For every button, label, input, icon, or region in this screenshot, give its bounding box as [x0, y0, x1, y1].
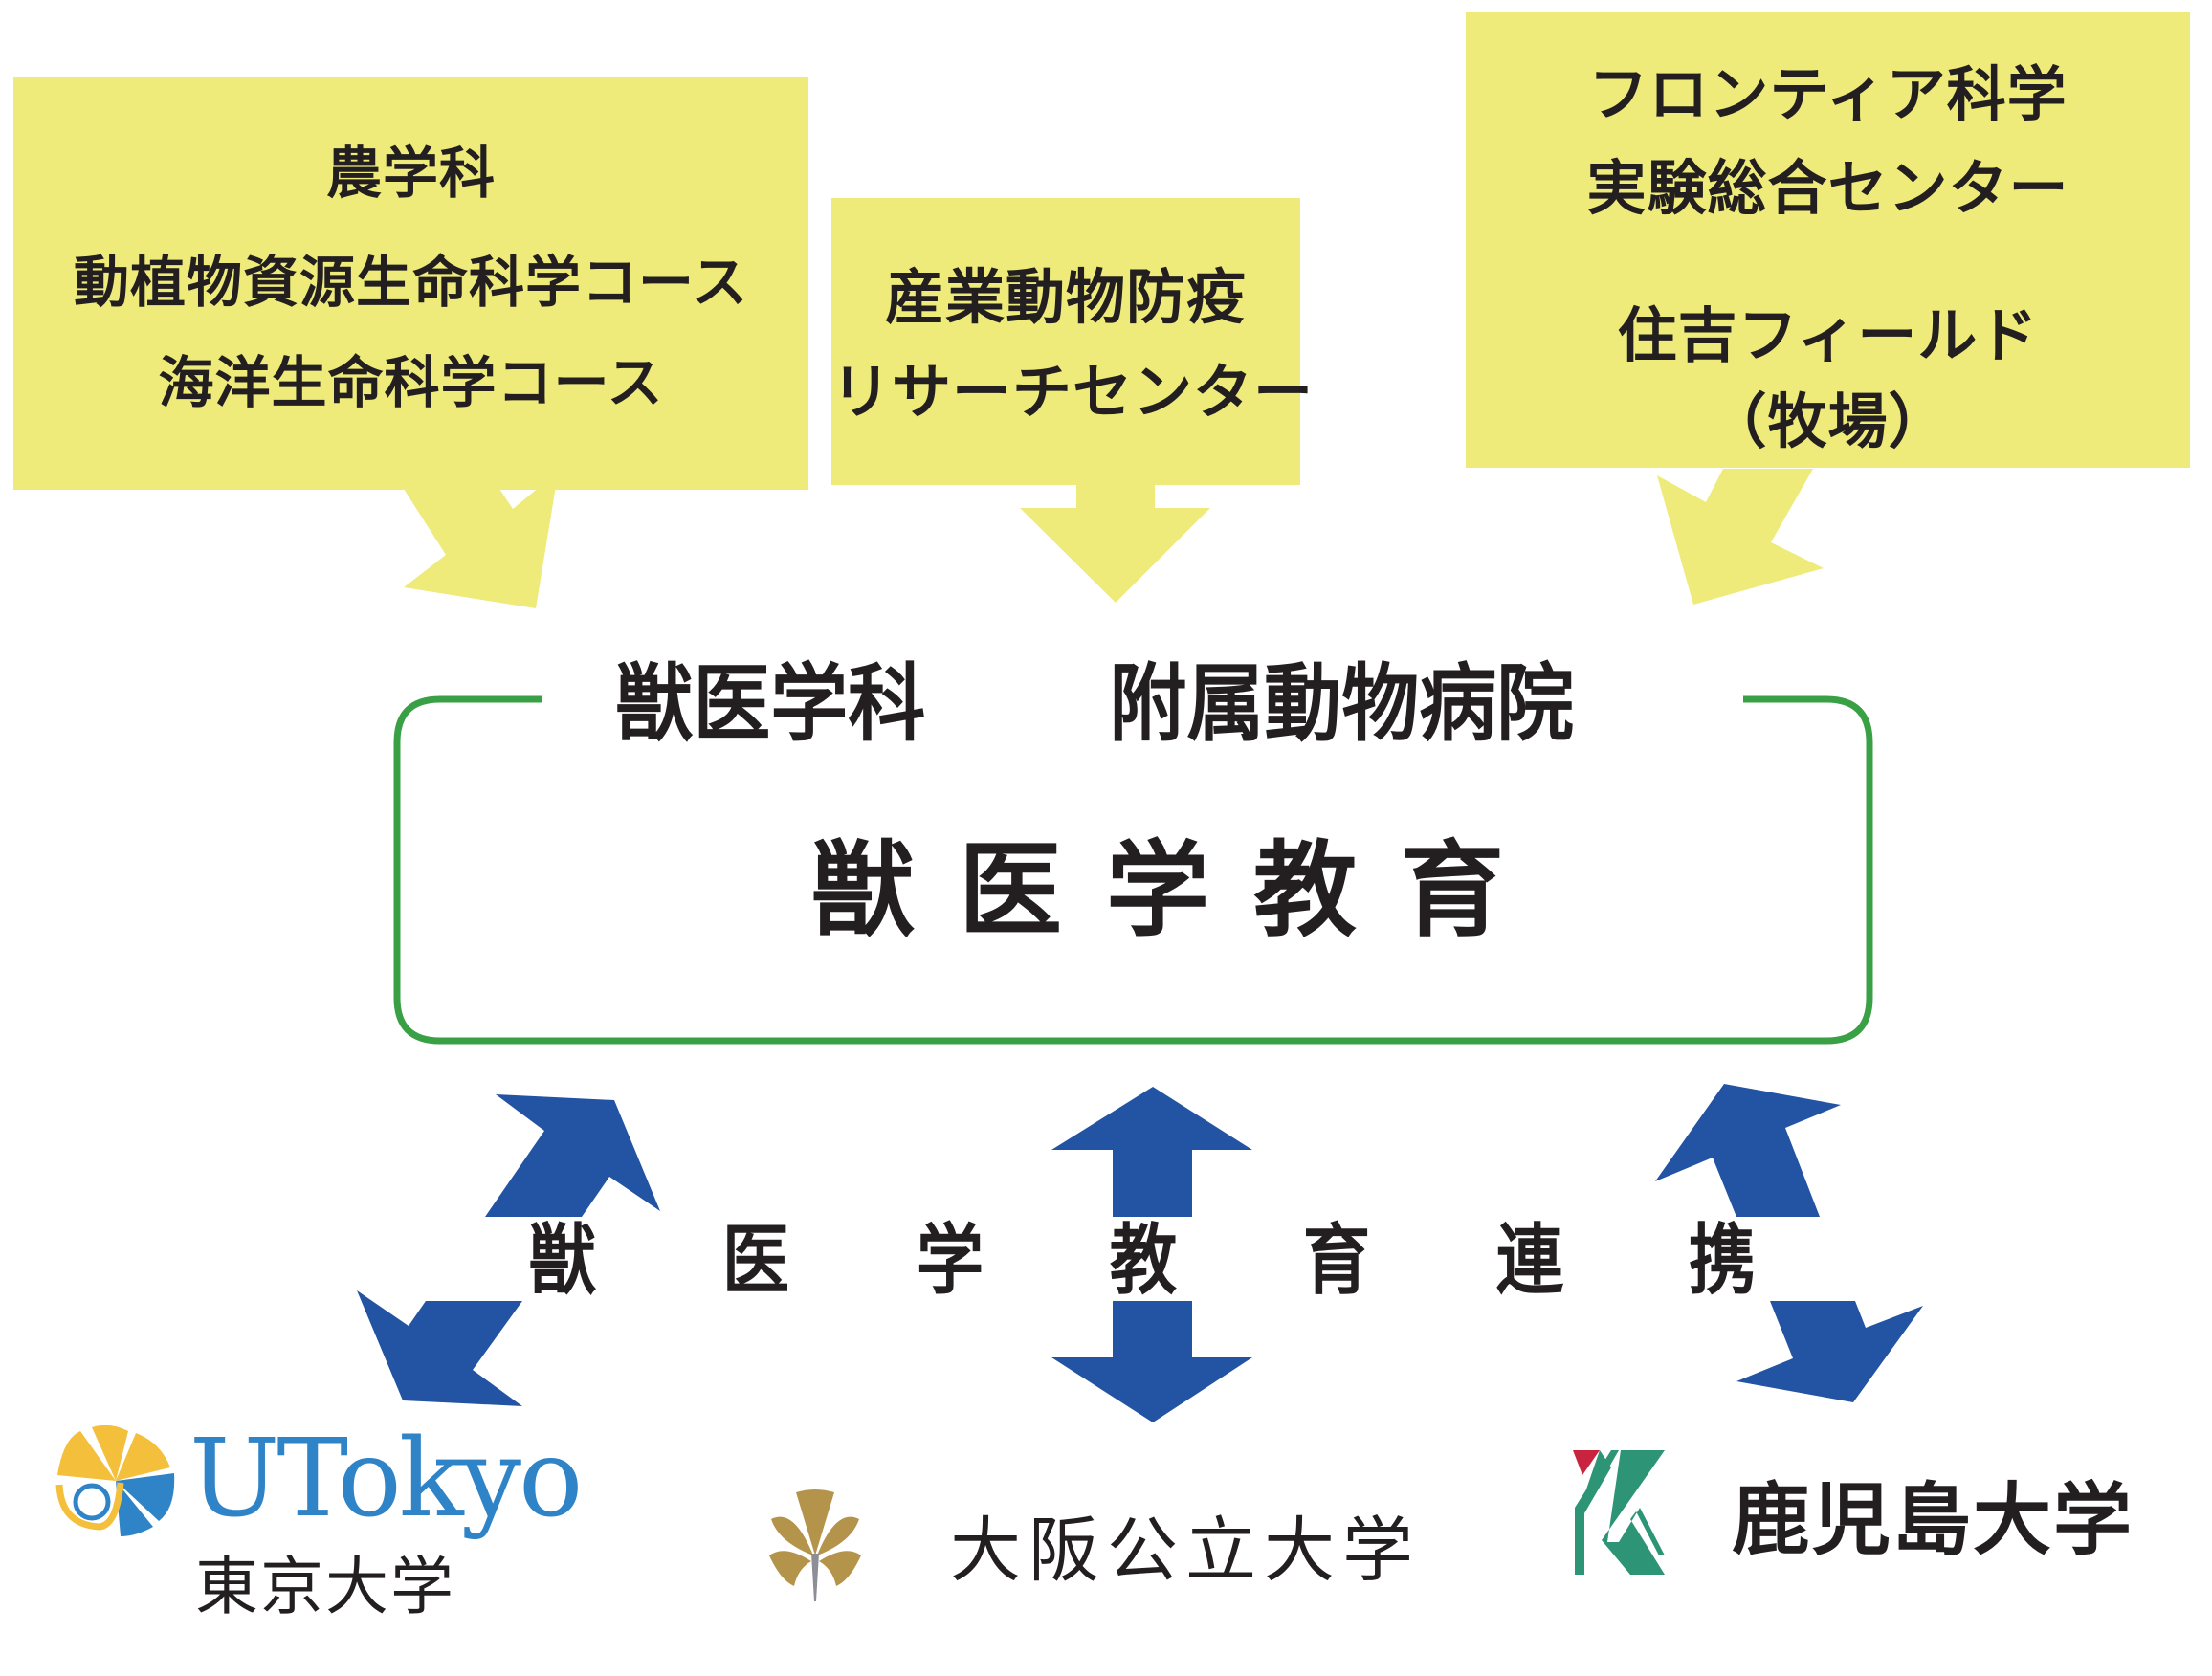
- source-box-frontier: フロンティア科学 実験総合センター 住吉フィールド （牧場）: [1466, 12, 2190, 468]
- collab-char: 獣: [528, 1216, 597, 1305]
- collab-char: 連: [1495, 1216, 1564, 1305]
- source-line: 実験総合センター: [1586, 153, 2069, 223]
- arrow-up-center: [1051, 1087, 1252, 1217]
- arrow-down-right: [1736, 1301, 1923, 1402]
- source-line: フロンティア科学: [1588, 59, 2068, 129]
- partner-name: 大阪公立大学: [950, 1510, 1421, 1592]
- source-line: 海洋生命科学コース: [158, 350, 664, 415]
- source-line: 産業動物防疫: [884, 262, 1247, 332]
- source-line: （牧場）: [1707, 386, 1949, 456]
- source-title: 農学科: [325, 141, 496, 206]
- source-box-research-center: 産業動物防疫 リサーチセンター: [831, 198, 1315, 485]
- collab-char: 携: [1688, 1216, 1757, 1305]
- arrow-up-right: [1655, 1084, 1841, 1217]
- arrow-up-left: [485, 1094, 660, 1217]
- source-box-agriculture: 農学科 動植物資源生命科学コース 海洋生命科学コース: [13, 77, 808, 490]
- ginkgo-leaf-icon: [55, 1425, 175, 1536]
- center-main-title: 獣医学教育: [811, 831, 1549, 951]
- arrow-down-center: [1051, 1301, 1252, 1422]
- arrow-agriculture-to-center: [402, 486, 556, 608]
- source-line: 動植物資源生命科学コース: [73, 250, 749, 315]
- collab-char: 教: [1109, 1216, 1178, 1305]
- collab-char: 医: [721, 1216, 790, 1305]
- arrow-down-left: [357, 1290, 522, 1406]
- utokyo-wordmark: UTokyo: [189, 1417, 583, 1541]
- source-line: 住吉フィールド: [1617, 300, 2039, 370]
- collab-char: 学: [916, 1216, 984, 1305]
- partner-name: 鹿児島大学: [1732, 1474, 2135, 1566]
- center-header-hospital: 附属動物病院: [1102, 662, 1582, 746]
- ginkgo-fan-icon: [769, 1489, 861, 1601]
- center-header-department: 獣医学科: [608, 662, 933, 746]
- partner-name: 東京大学: [195, 1550, 455, 1623]
- arrow-frontier-to-center: [1657, 469, 1824, 605]
- k-mark-icon: [1573, 1450, 1665, 1575]
- arrow-research-to-center: [1020, 483, 1210, 603]
- collab-char: 育: [1302, 1216, 1371, 1305]
- source-line: リサーチセンター: [831, 357, 1315, 427]
- center-frame-right: [1177, 695, 1873, 1045]
- center-frame-left: [393, 695, 1186, 1045]
